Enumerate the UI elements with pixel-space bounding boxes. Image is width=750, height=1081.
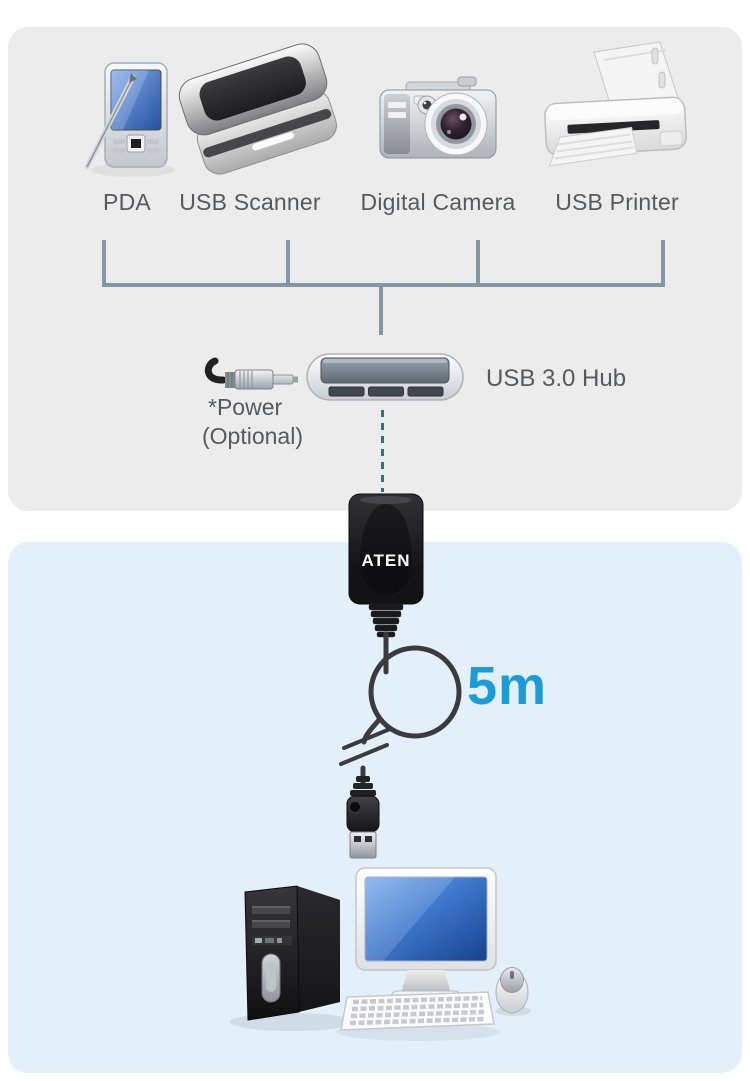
device-label-usb-scanner: USB Scanner: [179, 189, 321, 215]
cable-break-icon: [342, 727, 392, 750]
bus-drop-line-camera: [476, 240, 480, 285]
extender-brand-label: ATEN: [361, 551, 410, 570]
power-plug-icon: [204, 357, 298, 390]
device-label-usb-printer: USB Printer: [555, 189, 679, 215]
device-label-pda: PDA: [103, 189, 151, 215]
bus-center-drop-line: [379, 285, 383, 335]
usb-hub-icon: [306, 353, 464, 401]
usb-cable: [339, 631, 462, 786]
device-label-digital-camera: Digital Camera: [360, 189, 516, 215]
hub-label: USB 3.0 Hub: [486, 365, 627, 392]
power-note-line1: *Power: [208, 394, 283, 420]
usb-extender-icon: ATEN: [348, 493, 424, 638]
keyboard-icon: [340, 991, 495, 1031]
usb-scanner-icon: [178, 43, 337, 175]
desktop-computer-icon: [230, 867, 531, 1041]
tower-icon: [244, 885, 340, 1021]
mouse-icon: [495, 967, 529, 1014]
usb-a-connector-icon: [346, 776, 380, 859]
bus-drop-line-pda: [102, 240, 106, 285]
bus-drop-line-printer: [661, 240, 665, 285]
pda-icon: [84, 62, 175, 177]
cable-length-label: 5m: [467, 656, 548, 716]
power-note-line2: (Optional): [202, 423, 303, 449]
bus-horizontal-line: [102, 283, 665, 287]
digital-camera-icon: [379, 76, 497, 159]
usb-printer-icon: [544, 41, 687, 167]
hub-extender-dotted-link: [381, 410, 384, 492]
monitor-icon: [355, 867, 497, 1005]
bus-drop-line-scanner: [286, 240, 290, 285]
